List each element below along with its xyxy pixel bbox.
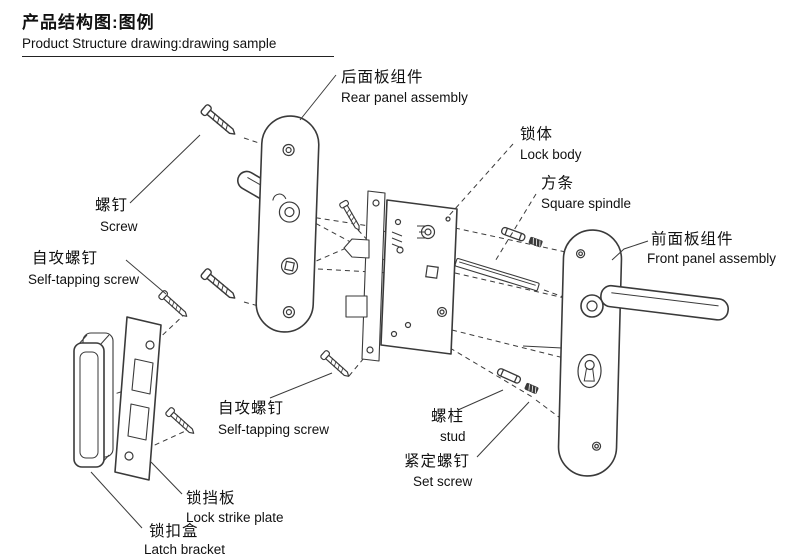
label-front-panel-en: Front panel assembly [647, 251, 776, 266]
square-spindle-part [454, 257, 540, 292]
screw-top-left-1 [199, 103, 239, 140]
set-screw-upper [528, 236, 543, 248]
faceplate-bottom-hole [366, 346, 374, 354]
label-rear-panel-zh: 后面板组件 [341, 68, 424, 86]
lock-strike-plate-part [114, 316, 162, 481]
label-lock-body-zh: 锁体 [520, 125, 553, 143]
lock-body-case [380, 199, 458, 355]
label-leader-lines [90, 74, 649, 529]
keyhole-axis-mark [522, 345, 563, 349]
label-stud-zh: 螺柱 [431, 407, 464, 425]
lock-body [343, 190, 458, 362]
labels: 后面板组件 Rear panel assembly 锁体 Lock body 方… [28, 68, 776, 556]
label-set-screw-zh: 紧定螺钉 [404, 452, 470, 470]
label-square-spindle-zh: 方条 [541, 174, 574, 192]
label-strike-plate-en: Lock strike plate [186, 510, 284, 525]
stud-lower [495, 367, 522, 385]
stud-upper [500, 226, 527, 243]
set-screw-lower [524, 382, 539, 395]
front-handle-lever [600, 284, 729, 321]
label-square-spindle-en: Square spindle [541, 196, 631, 211]
label-self-tapping-left-en: Self-tapping screw [28, 272, 139, 287]
dead-bolt [345, 295, 368, 318]
self-tapping-screw-strike-bottom [164, 406, 198, 438]
keyhole [584, 359, 595, 371]
front-panel-keyhole-escutcheon [577, 353, 602, 389]
label-self-tapping-bottom-zh: 自攻螺钉 [218, 399, 284, 417]
label-self-tapping-bottom-en: Self-tapping screw [218, 422, 329, 437]
lock-body-details [390, 216, 451, 338]
label-latch-bracket-zh: 锁扣盒 [149, 522, 199, 540]
front-panel-assembly [557, 229, 729, 477]
label-latch-bracket-en: Latch bracket [144, 542, 225, 556]
label-screw-zh: 螺钉 [95, 196, 128, 214]
label-self-tapping-left-zh: 自攻螺钉 [32, 249, 98, 267]
label-strike-plate-zh: 锁挡板 [186, 489, 236, 507]
label-lock-body-en: Lock body [520, 147, 582, 162]
label-stud-en: stud [440, 429, 466, 444]
rear-panel-assembly [236, 115, 320, 333]
front-panel-plate [557, 229, 623, 477]
page-title-en: Product Structure drawing:drawing sample [22, 36, 277, 51]
faceplate-top-hole [372, 199, 380, 207]
rear-panel-clip-detail [272, 193, 287, 201]
latch-bracket-part [73, 332, 114, 468]
page-header: 产品结构图:图例 Product Structure drawing:drawi… [22, 8, 334, 57]
self-tapping-screw-faceplate-bottom [319, 349, 353, 381]
label-rear-panel-en: Rear panel assembly [341, 90, 468, 105]
label-set-screw-en: Set screw [413, 474, 473, 489]
latch-bolt [343, 238, 370, 259]
page-title-zh: 产品结构图:图例 [22, 13, 155, 32]
rear-panel-plate [255, 115, 320, 333]
self-tapping-screw-faceplate-top [338, 199, 364, 233]
self-tapping-screw-strike-top [157, 289, 191, 321]
label-front-panel-zh: 前面板组件 [651, 230, 734, 248]
label-screw-en: Screw [100, 219, 138, 234]
screw-top-left-2 [199, 267, 239, 304]
